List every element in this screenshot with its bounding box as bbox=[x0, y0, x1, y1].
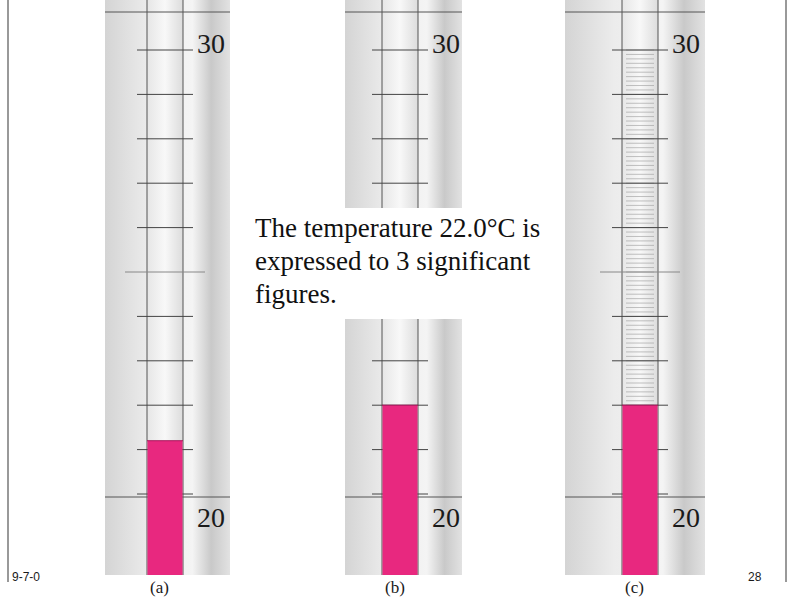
thermometer bbox=[105, 0, 230, 575]
scale-number: 20 bbox=[432, 502, 460, 534]
liquid-column bbox=[383, 405, 418, 575]
liquid-column bbox=[148, 441, 183, 575]
scale-number: 30 bbox=[672, 28, 700, 60]
text-panel: The temperature 22.0°C is expressed to 3… bbox=[247, 208, 565, 319]
liquid-column bbox=[623, 405, 658, 575]
thermometer bbox=[565, 0, 705, 575]
panel-label: (a) bbox=[150, 578, 169, 598]
scale-number: 20 bbox=[672, 502, 700, 534]
scale-number: 30 bbox=[432, 28, 460, 60]
page-number: 28 bbox=[748, 570, 761, 584]
scale-number: 30 bbox=[197, 28, 225, 60]
frame-line bbox=[7, 0, 8, 582]
panel-label: (b) bbox=[385, 578, 405, 598]
frame-line bbox=[785, 0, 786, 582]
scale-number: 20 bbox=[197, 502, 225, 534]
note-text: The temperature 22.0°C is expressed to 3… bbox=[247, 208, 565, 315]
panel-label: (c) bbox=[625, 578, 644, 598]
date-footer: 9-7-0 bbox=[12, 570, 40, 584]
